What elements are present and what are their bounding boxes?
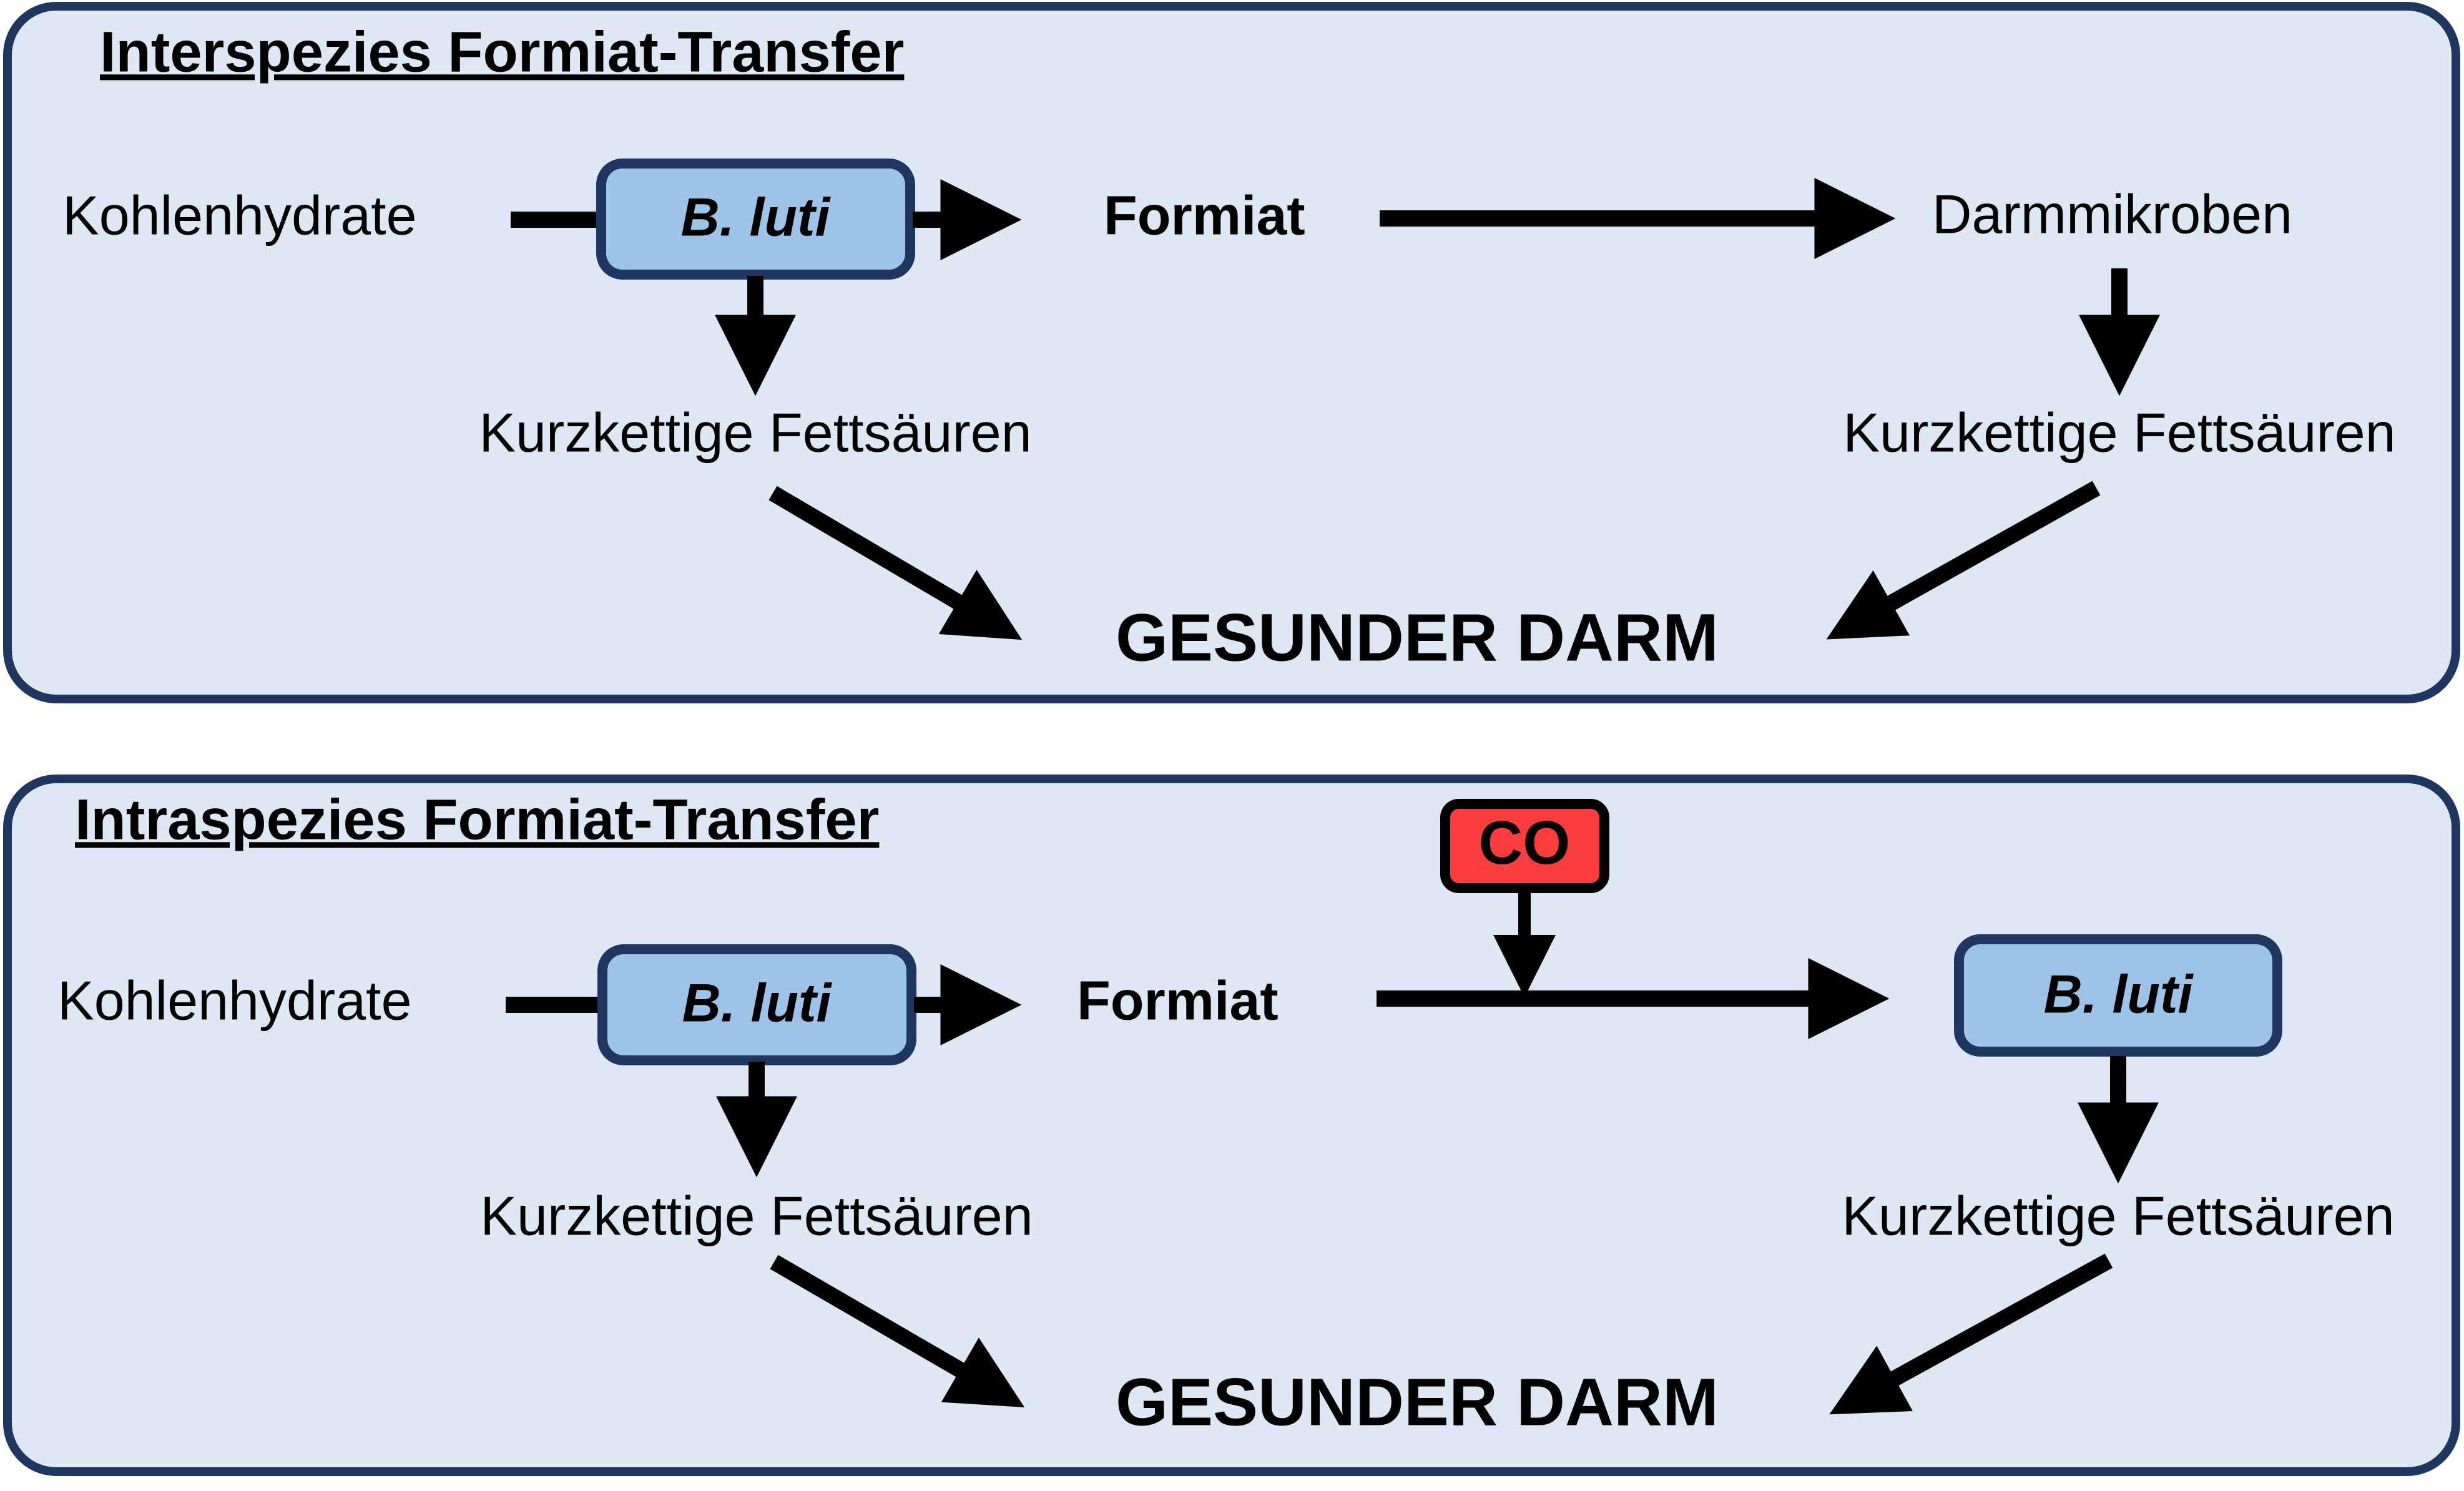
- arrow-scfa-left-to-outcome-bottom: [770, 1254, 1025, 1407]
- organism-box-b-luti-top-left-label: B. luti: [681, 188, 832, 248]
- arrow-scfa-right-to-outcome-bottom: [1829, 1253, 2113, 1415]
- panel-intraspecies-title: Intraspezies Formiat-Transfer: [75, 788, 879, 851]
- node-scfa-top-right: Kurzkettige Fettsäuren: [1843, 401, 2395, 463]
- organism-box-b-luti-bottom-left: [597, 944, 916, 1065]
- outcome-gesunder-darm-bottom: GESUNDER DARM: [1116, 1364, 1719, 1440]
- panel-intraspecies: Intraspezies Formiat-Transfer Kohlenhydr…: [3, 775, 2460, 1476]
- node-scfa-bottom-left: Kurzkettige Fettsäuren: [480, 1185, 1033, 1246]
- arrow-scfa-left-to-outcome-top: [768, 486, 1023, 640]
- panel-interspecies-background: [3, 2, 2460, 703]
- node-darmmikroben-top: Darmmikroben: [1932, 183, 2292, 245]
- node-kohlenhydrate-top: Kohlenhydrate: [62, 184, 417, 246]
- outcome-gesunder-darm-top: GESUNDER DARM: [1116, 600, 1719, 675]
- organism-box-b-luti-bottom-right: [1954, 934, 2282, 1057]
- node-scfa-bottom-right: Kurzkettige Fettsäuren: [1842, 1185, 2394, 1246]
- node-scfa-top-left: Kurzkettige Fettsäuren: [479, 401, 1031, 463]
- node-formiat-bottom: Formiat: [1077, 969, 1279, 1031]
- modulator-box-co: [1440, 799, 1609, 893]
- organism-box-b-luti-top-left: [596, 159, 915, 280]
- organism-box-b-luti-bottom-left-label: B. luti: [682, 974, 833, 1034]
- node-kohlenhydrate-bottom: Kohlenhydrate: [57, 969, 412, 1031]
- panel-interspecies-title: Interspezies Formiat-Transfer: [100, 20, 904, 84]
- modulator-box-co-label: CO: [1479, 808, 1571, 877]
- arrow-scfa-right-to-outcome-top: [1826, 481, 2101, 640]
- panel-interspecies: Interspezies Formiat-Transfer Kohlenhydr…: [3, 2, 2460, 703]
- organism-box-b-luti-bottom-right-label: B. luti: [2044, 965, 2194, 1025]
- node-formiat-top: Formiat: [1104, 184, 1305, 246]
